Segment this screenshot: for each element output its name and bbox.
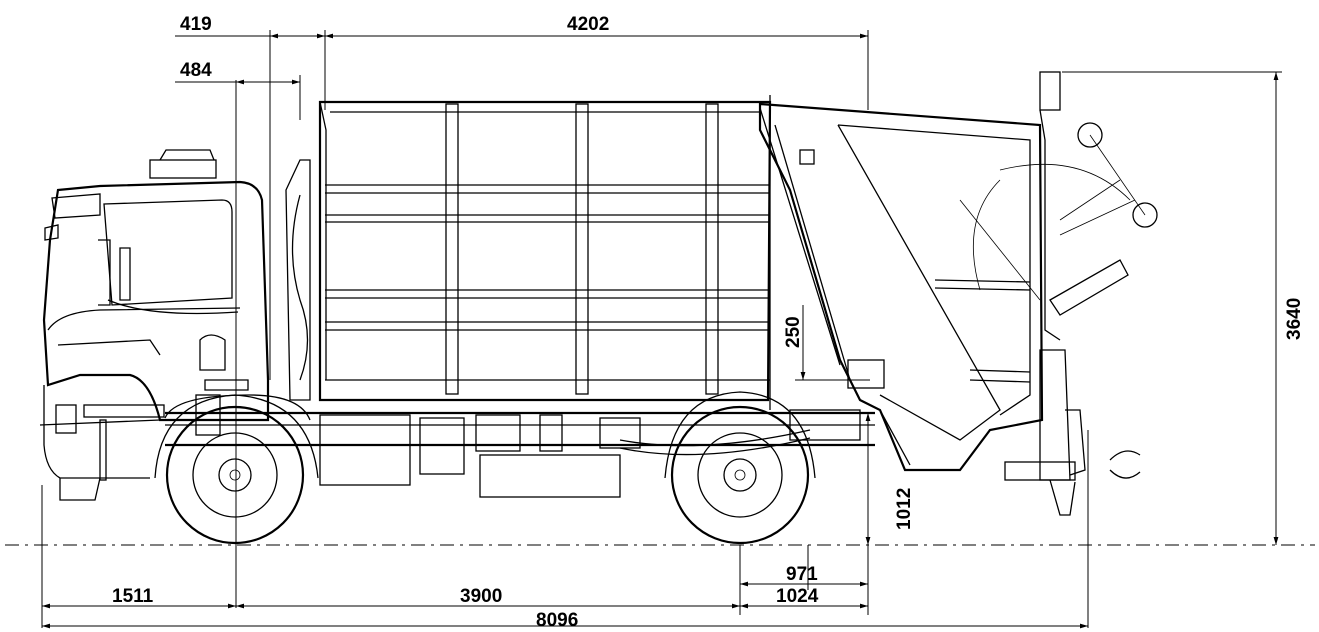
- dim-250-label: 250: [783, 316, 804, 348]
- dimensions: 419 4202 484 3640 250 1012 1511 3900 971…: [41, 14, 1305, 631]
- front-wheel: [165, 405, 305, 545]
- rear-wheel: [670, 405, 810, 545]
- chassis-frame: [165, 409, 875, 498]
- dim-3900-label: 3900: [460, 586, 502, 607]
- dim-1012-label: 1012: [894, 488, 915, 530]
- compactor-body: [318, 95, 772, 410]
- dim-419-label: 419: [180, 14, 212, 35]
- dim-1024-label: 1024: [776, 586, 819, 607]
- cab: [39, 149, 311, 501]
- dim-484-label: 484: [180, 60, 212, 81]
- dim-971-label: 971: [786, 564, 818, 585]
- dim-3640-label: 3640: [1284, 298, 1305, 340]
- truck-drawing: [39, 71, 1158, 545]
- tailgate: [758, 102, 1044, 472]
- dim-1511-label: 1511: [112, 586, 154, 607]
- dim-4202-label: 4202: [567, 14, 609, 35]
- dim-8096-label: 8096: [536, 610, 578, 631]
- bin-lifter: [959, 71, 1158, 516]
